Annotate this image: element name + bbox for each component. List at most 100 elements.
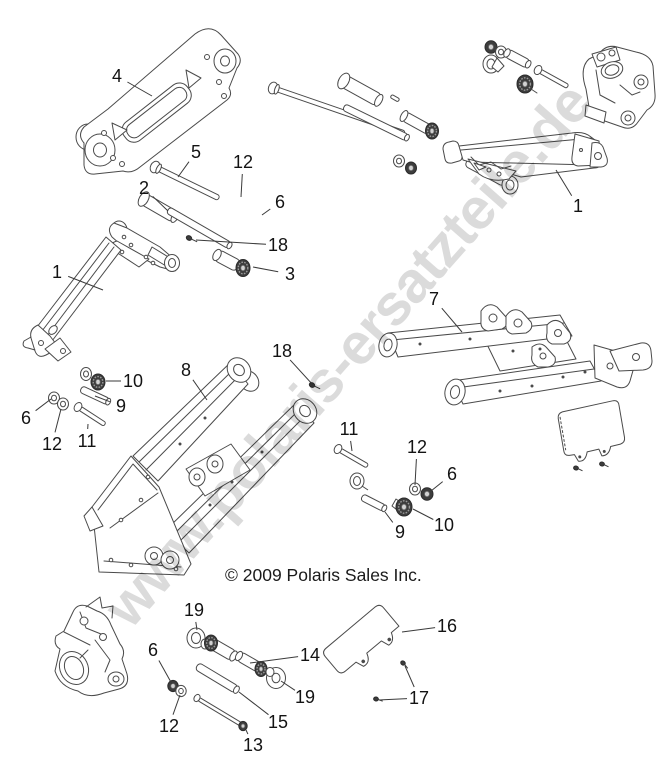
screw-18-upper bbox=[185, 235, 198, 243]
callout-9: 9 bbox=[116, 396, 126, 416]
flanged-washer-19b bbox=[265, 667, 286, 689]
part-control-arm-right bbox=[442, 132, 608, 195]
callout-18: 18 bbox=[272, 341, 292, 361]
copyright-text: © 2009 Polaris Sales Inc. bbox=[225, 565, 422, 585]
spacer-14 bbox=[234, 650, 268, 677]
leader-line-7 bbox=[441, 307, 463, 333]
washer-12-bottom bbox=[175, 684, 187, 698]
leader-line-6 bbox=[158, 660, 173, 685]
part-guard-plate-16 bbox=[323, 604, 400, 674]
leader-line-12 bbox=[240, 173, 243, 198]
part-rear-stay-brace bbox=[75, 28, 241, 175]
nut-a bbox=[405, 161, 417, 175]
serrated-sleeve bbox=[204, 634, 238, 662]
callout-6: 6 bbox=[275, 192, 285, 212]
washer-12-left bbox=[57, 397, 69, 411]
cup-bushing-left bbox=[80, 367, 92, 381]
callout-12: 12 bbox=[407, 437, 427, 457]
guard-plate-screw-a bbox=[573, 465, 583, 472]
screw-18-lower bbox=[308, 382, 321, 390]
leader-line-8 bbox=[192, 379, 208, 401]
callout-12: 12 bbox=[159, 716, 179, 736]
leader-line-10 bbox=[412, 508, 434, 520]
bolt-11-right bbox=[333, 443, 369, 468]
callout-13: 13 bbox=[243, 735, 263, 755]
leader-line-4 bbox=[127, 81, 153, 97]
washer-a bbox=[393, 154, 405, 168]
leader-line-16 bbox=[401, 627, 436, 633]
callout-7: 7 bbox=[429, 289, 439, 309]
callout-6: 6 bbox=[447, 464, 457, 484]
nut-13 bbox=[238, 720, 248, 732]
callout-10: 10 bbox=[123, 371, 143, 391]
cup-bushing-right bbox=[349, 472, 369, 491]
callout-15: 15 bbox=[268, 712, 288, 732]
leader-line-11 bbox=[350, 440, 353, 452]
leader-line-13 bbox=[245, 729, 249, 735]
callout-18: 18 bbox=[268, 235, 288, 255]
bolt-5 bbox=[149, 160, 220, 201]
nut-6-right bbox=[420, 487, 434, 501]
callout-11: 11 bbox=[78, 431, 97, 451]
callout-12: 12 bbox=[233, 152, 253, 172]
callout-8: 8 bbox=[181, 360, 191, 380]
callout-12: 12 bbox=[42, 434, 62, 454]
pivot-tube-c bbox=[342, 104, 410, 142]
callout-1: 1 bbox=[573, 196, 583, 216]
callout-4: 4 bbox=[112, 66, 122, 86]
guard-plate-screw-b bbox=[599, 461, 609, 468]
bolt-11-left bbox=[73, 402, 106, 427]
leader-line-2 bbox=[152, 195, 169, 212]
washer-6-left bbox=[48, 391, 60, 405]
callout-19: 19 bbox=[295, 687, 315, 707]
leader-line-3 bbox=[252, 266, 279, 273]
screw-17a bbox=[400, 660, 409, 669]
part-knuckle-left bbox=[54, 596, 129, 697]
part-knuckle-right bbox=[582, 45, 656, 129]
bolt-top-right bbox=[533, 64, 569, 89]
callout-1: 1 bbox=[52, 262, 62, 282]
leader-line-6 bbox=[430, 481, 444, 492]
serrated-bushing-10-right bbox=[391, 497, 413, 517]
part-control-arm-left bbox=[22, 220, 180, 362]
part-trailing-arm-left bbox=[83, 357, 318, 576]
callout-17: 17 bbox=[409, 688, 429, 708]
callout-10: 10 bbox=[434, 515, 454, 535]
callout-5: 5 bbox=[191, 142, 201, 162]
leader-line-1 bbox=[555, 169, 573, 197]
screw-17b bbox=[373, 696, 383, 702]
leader-line-14 bbox=[249, 656, 299, 664]
leader-line-18 bbox=[195, 239, 267, 245]
leader-line-12 bbox=[414, 458, 417, 486]
leader-line-9 bbox=[384, 511, 394, 523]
callout-3: 3 bbox=[285, 264, 295, 284]
leader-line-6 bbox=[261, 208, 271, 216]
serrated-bushing-10-left bbox=[90, 373, 106, 391]
flanged-bushing-top-right bbox=[482, 54, 505, 74]
washer-12-right bbox=[409, 482, 421, 496]
spacer-tube-9-left bbox=[80, 386, 112, 406]
spacer-tube-9-right bbox=[360, 494, 388, 513]
leader-line-18 bbox=[289, 359, 314, 386]
pivot-sleeve-b bbox=[337, 72, 384, 107]
bushing-3-serrated-end bbox=[235, 259, 251, 277]
pivot-pin bbox=[390, 94, 400, 102]
callout-6: 6 bbox=[148, 640, 158, 660]
pivot-tube-2 bbox=[166, 207, 233, 250]
bolt-13 bbox=[193, 693, 245, 728]
callout-6: 6 bbox=[21, 408, 31, 428]
nut-top-right bbox=[484, 40, 498, 54]
leader-line-5 bbox=[177, 161, 190, 178]
leader-line-9 bbox=[94, 395, 110, 403]
serrated-flange-d bbox=[425, 122, 439, 140]
leader-line-12 bbox=[54, 408, 62, 433]
tube-15 bbox=[195, 663, 240, 694]
leader-line-19 bbox=[195, 621, 198, 631]
sleeve-top-right bbox=[503, 48, 532, 69]
leader-line-15 bbox=[238, 691, 269, 716]
bushing-3 bbox=[212, 248, 241, 271]
callout-16: 16 bbox=[437, 616, 457, 636]
